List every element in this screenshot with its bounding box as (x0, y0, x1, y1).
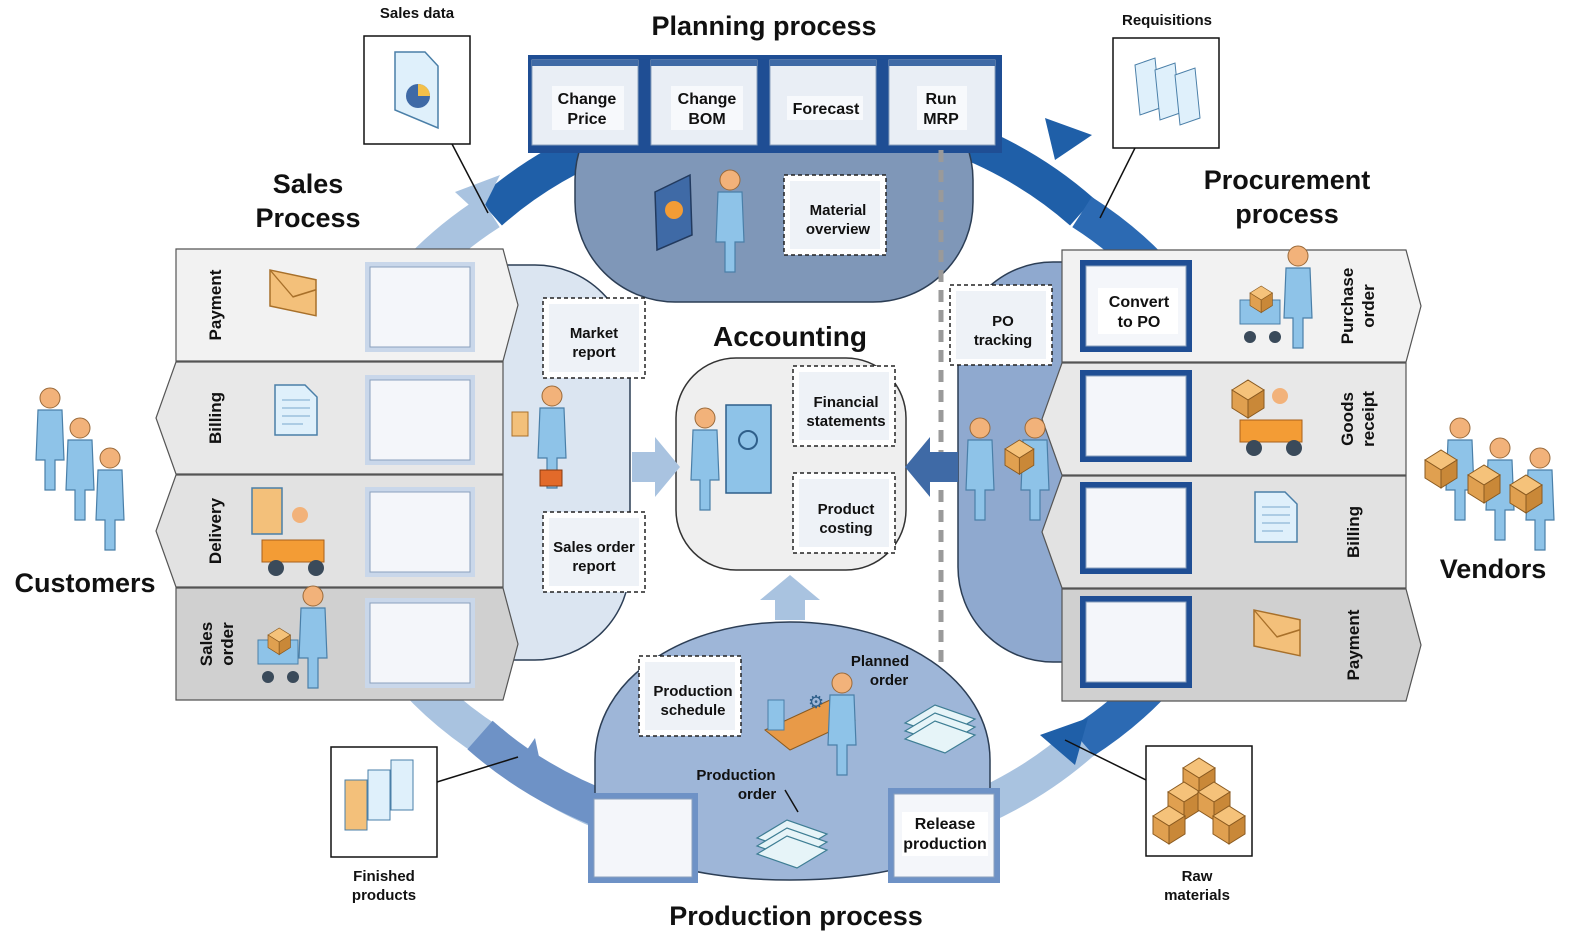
production-title: Production process (669, 901, 923, 931)
planned-order-label-line2: order (870, 672, 909, 689)
report-production-schedule[interactable]: Production schedule (638, 655, 742, 737)
leader-line (784, 789, 799, 813)
sales-data-callout: Sales data (363, 5, 489, 214)
cycle-arrowheads (455, 118, 1092, 785)
finished-products-label-line1: Finished (353, 868, 415, 885)
customers-group-icon (35, 387, 125, 551)
report-label-line2: overview (806, 221, 871, 238)
finished-products-label-line2: products (352, 887, 416, 904)
report-sales-order-report[interactable]: Sales order report (542, 511, 646, 593)
procurement-title-line2: process (1235, 199, 1339, 229)
report-financial-statements[interactable]: Financial statements (792, 365, 896, 447)
report-label-line2: statements (806, 413, 885, 430)
requisitions-callout: Requisitions (1099, 12, 1220, 219)
tab-label-line2: receipt (1359, 391, 1378, 447)
assembly-line-icon: ⚙ (764, 672, 857, 776)
screen-label-line1: Change (678, 91, 737, 108)
shopping-cart-icon (1239, 245, 1313, 349)
customers-label: Customers (14, 568, 155, 598)
screen-label-line1: Release (915, 816, 976, 833)
planning-screen-change-bom[interactable]: Change BOM (650, 59, 758, 146)
presenter-icon (654, 169, 745, 273)
tab-label: Payment (1344, 609, 1363, 680)
tab-label: Payment (206, 269, 225, 340)
screen-label-line2: production (903, 836, 987, 853)
screen-label-line2: Price (567, 111, 606, 128)
sales-title-line2: Process (255, 203, 360, 233)
requisitions-label: Requisitions (1122, 12, 1212, 29)
accounting-title: Accounting (713, 321, 867, 352)
production-order-label-line2: order (738, 786, 777, 803)
screen-label-line1: Forecast (793, 101, 860, 118)
planning-title: Planning process (651, 11, 876, 41)
invoice-document-icon (274, 384, 318, 436)
report-label-line1: PO (992, 313, 1014, 330)
sales-screenshots (365, 262, 475, 688)
procurement-title-line1: Procurement (1204, 165, 1371, 195)
report-product-costing[interactable]: Product costing (792, 472, 896, 554)
sales-analyst-icon (511, 385, 567, 489)
report-label-line2: report (572, 344, 615, 361)
report-label-line1: Financial (813, 394, 878, 411)
report-label-line1: Material (810, 202, 867, 219)
vendors-group-icon (1424, 417, 1555, 551)
report-market-report[interactable]: Market report (542, 297, 646, 379)
tab-label-line1: Goods (1338, 392, 1357, 446)
report-label-line2: report (572, 558, 615, 575)
report-label-line2: tracking (974, 332, 1032, 349)
tab-label-line2: order (218, 622, 237, 666)
screen-label-line2: to PO (1118, 314, 1161, 331)
screen-label-line2: BOM (688, 111, 725, 128)
tab-label: Delivery (206, 497, 225, 564)
report-po-tracking[interactable]: PO tracking (949, 284, 1053, 366)
production-order-label-line1: Production (696, 767, 775, 784)
finished-products-callout: Finished products (330, 746, 519, 904)
raw-materials-label-line1: Raw (1182, 868, 1213, 885)
flow-arrows-to-accounting (632, 437, 958, 620)
shopping-cart-icon (257, 585, 328, 689)
safe-icon (690, 404, 772, 511)
planning-screen-change-price[interactable]: Change Price (531, 59, 639, 146)
screen-label-line1: Convert (1109, 294, 1170, 311)
tab-label-line1: Purchase (1338, 268, 1357, 345)
tab-label: Billing (1344, 506, 1363, 558)
planned-order-label-line1: Planned (851, 653, 909, 670)
forklift-icon (1231, 379, 1303, 456)
raw-materials-callout: Raw materials (1064, 739, 1253, 904)
tab-label-line2: order (1359, 284, 1378, 328)
report-label-line1: Market (570, 325, 618, 342)
raw-materials-label-line2: materials (1164, 887, 1230, 904)
report-label-line1: Sales order (553, 539, 635, 556)
forklift-icon (251, 487, 325, 576)
tab-label: Billing (206, 392, 225, 444)
production-screenshot (588, 793, 698, 883)
report-label-line2: costing (819, 520, 872, 537)
screen-label-line1: Change (558, 91, 617, 108)
screen-label-line2: MRP (923, 111, 959, 128)
tab-label-line1: Sales (197, 622, 216, 666)
sales-title-line1: Sales (273, 169, 344, 199)
sales-data-label: Sales data (380, 5, 455, 22)
vendors-label: Vendors (1440, 554, 1547, 584)
screen-label-line1: Run (925, 91, 956, 108)
invoice-document-icon (1254, 491, 1298, 543)
production-screen-release-production[interactable]: Release production (888, 788, 1000, 883)
planning-screen-forecast[interactable]: Forecast (769, 59, 877, 146)
report-material-overview[interactable]: Material overview (783, 174, 887, 256)
report-label-line1: Product (818, 501, 875, 518)
planning-screen-run-mrp[interactable]: Run MRP (888, 59, 996, 146)
report-label-line2: schedule (660, 702, 725, 719)
report-label-line1: Production (653, 683, 732, 700)
svg-text:⚙: ⚙ (808, 692, 824, 713)
procurement-screen-convert-to-po[interactable]: Convert to PO (1098, 288, 1178, 334)
